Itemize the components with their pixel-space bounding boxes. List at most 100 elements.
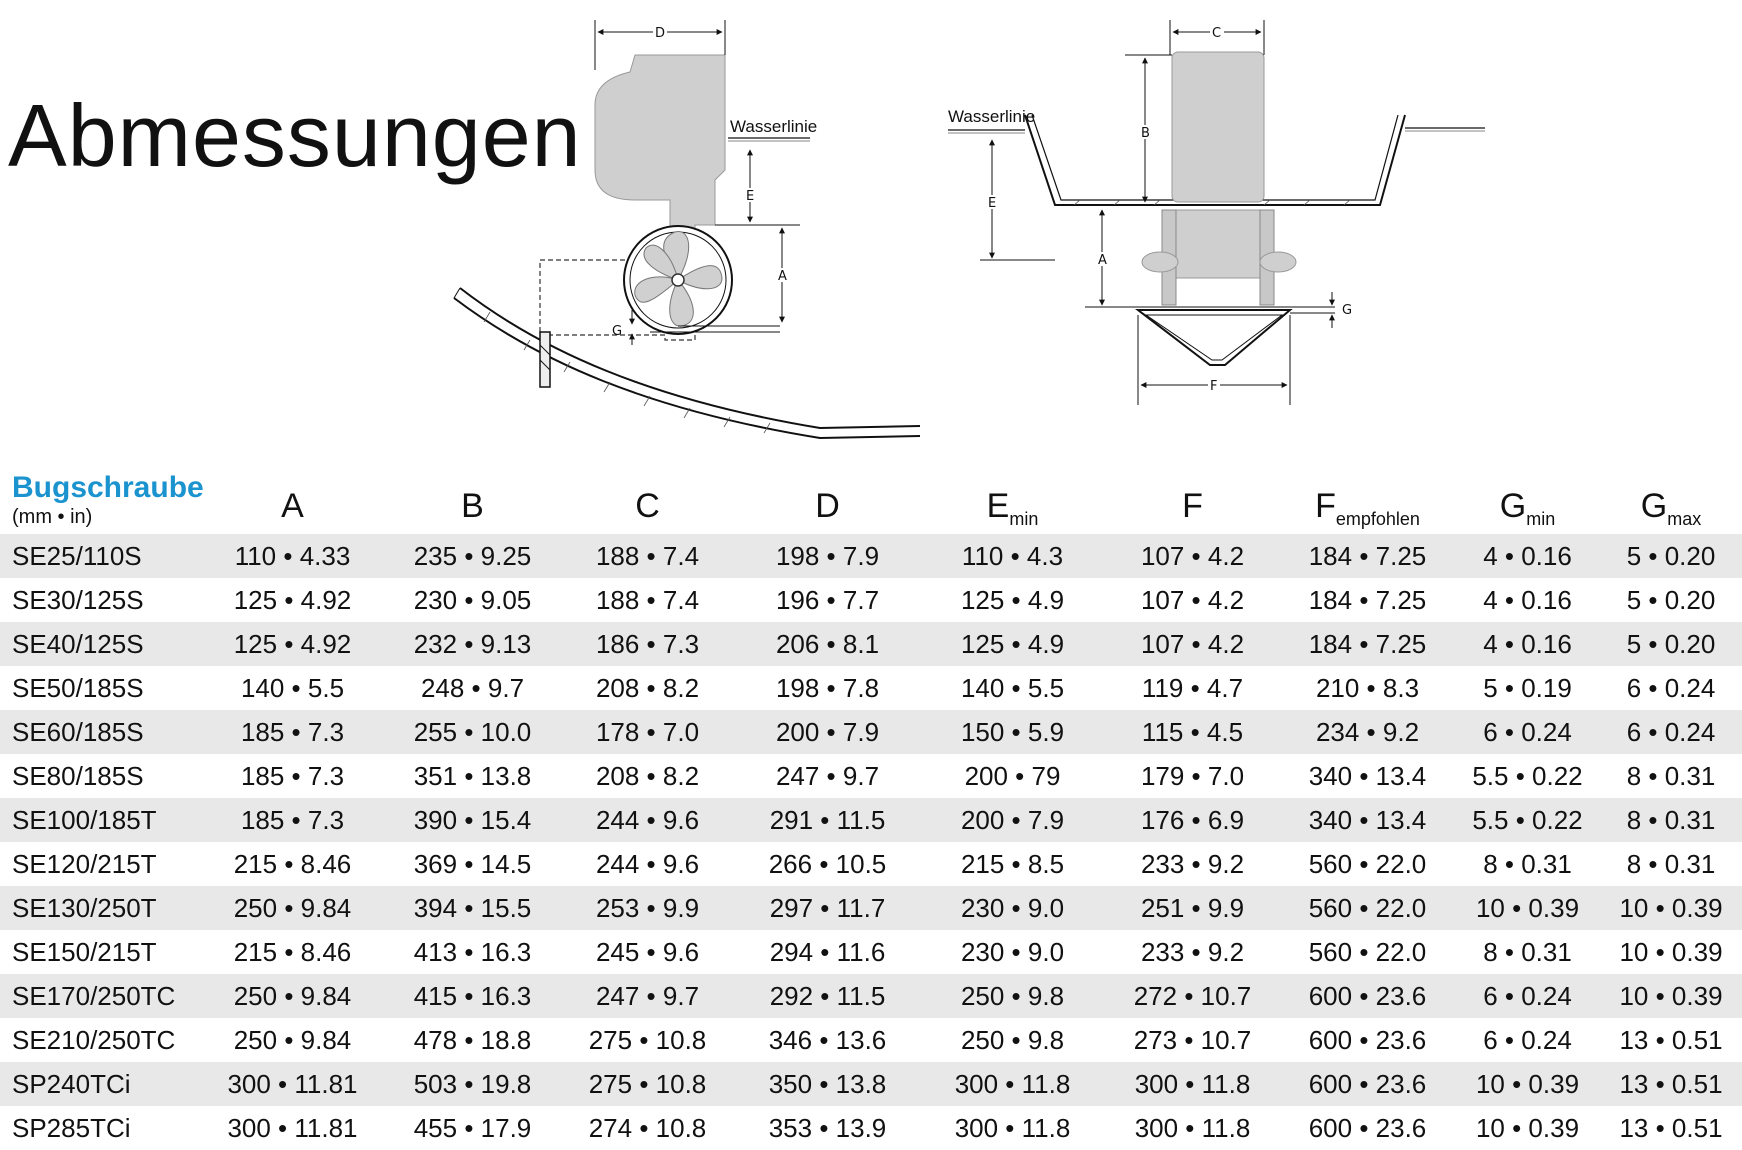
hull-front <box>1024 114 1406 206</box>
label-d: D <box>655 26 665 41</box>
waterline-label: Wasserlinie <box>730 117 817 136</box>
value-cell: 560 • 22.0 <box>1280 930 1455 974</box>
value-cell: 185 • 7.3 <box>200 710 385 754</box>
value-cell: 300 • 11.8 <box>920 1106 1105 1150</box>
value-cell: 273 • 10.7 <box>1105 1018 1280 1062</box>
value-cell: 10 • 0.39 <box>1455 1062 1600 1106</box>
value-cell: 4 • 0.16 <box>1455 578 1600 622</box>
value-cell: 13 • 0.51 <box>1600 1018 1742 1062</box>
value-cell: 300 • 11.8 <box>1105 1106 1280 1150</box>
value-cell: 184 • 7.25 <box>1280 622 1455 666</box>
front-view-diagram: Wasserlinie C B E A G F <box>948 20 1485 405</box>
value-cell: 125 • 4.92 <box>200 622 385 666</box>
model-cell: SE30/125S <box>0 578 200 622</box>
value-cell: 140 • 5.5 <box>200 666 385 710</box>
value-cell: 107 • 4.2 <box>1105 622 1280 666</box>
side-view-diagram: D Wasserlinie E A G <box>453 20 921 440</box>
motor-front <box>1171 51 1265 203</box>
motor-body <box>594 54 726 256</box>
model-cell: SE100/185T <box>0 798 200 842</box>
value-cell: 250 • 9.8 <box>920 1018 1105 1062</box>
value-cell: 369 • 14.5 <box>385 842 560 886</box>
value-cell: 110 • 4.33 <box>200 534 385 578</box>
value-cell: 600 • 23.6 <box>1280 1018 1455 1062</box>
hull-outline <box>459 287 921 430</box>
label-a: A <box>778 269 787 284</box>
value-cell: 215 • 8.46 <box>200 842 385 886</box>
value-cell: 244 • 9.6 <box>560 798 735 842</box>
waterline-label-front: Wasserlinie <box>948 107 1035 126</box>
value-cell: 266 • 10.5 <box>735 842 920 886</box>
value-cell: 300 • 11.8 <box>920 1062 1105 1106</box>
value-cell: 119 • 4.7 <box>1105 666 1280 710</box>
model-cell: SE210/250TC <box>0 1018 200 1062</box>
dimensions-table: Bugschraube (mm • in) A B C D Emin F Fem… <box>0 468 1742 1150</box>
header-model-label: Bugschraube <box>12 471 204 504</box>
value-cell: 251 • 9.9 <box>1105 886 1280 930</box>
value-cell: 253 • 9.9 <box>560 886 735 930</box>
value-cell: 115 • 4.5 <box>1105 710 1280 754</box>
value-cell: 275 • 10.8 <box>560 1018 735 1062</box>
value-cell: 235 • 9.25 <box>385 534 560 578</box>
value-cell: 340 • 13.4 <box>1280 754 1455 798</box>
value-cell: 5 • 0.20 <box>1600 578 1742 622</box>
value-cell: 184 • 7.25 <box>1280 534 1455 578</box>
header-col: B <box>461 487 484 525</box>
model-cell: SE80/185S <box>0 754 200 798</box>
value-cell: 415 • 16.3 <box>385 974 560 1018</box>
value-cell: 230 • 9.0 <box>920 886 1105 930</box>
model-cell: SP240TCi <box>0 1062 200 1106</box>
value-cell: 503 • 19.8 <box>385 1062 560 1106</box>
value-cell: 300 • 11.81 <box>200 1106 385 1150</box>
header-units-label: (mm • in) <box>12 506 93 528</box>
value-cell: 208 • 8.2 <box>560 754 735 798</box>
value-cell: 230 • 9.05 <box>385 578 560 622</box>
value-cell: 200 • 7.9 <box>735 710 920 754</box>
value-cell: 140 • 5.5 <box>920 666 1105 710</box>
value-cell: 8 • 0.31 <box>1600 842 1742 886</box>
value-cell: 245 • 9.6 <box>560 930 735 974</box>
value-cell: 8 • 0.31 <box>1600 754 1742 798</box>
value-cell: 600 • 23.6 <box>1280 1106 1455 1150</box>
value-cell: 186 • 7.3 <box>560 622 735 666</box>
value-cell: 340 • 13.4 <box>1280 798 1455 842</box>
value-cell: 10 • 0.39 <box>1600 886 1742 930</box>
header-col: Gmin <box>1499 487 1556 529</box>
value-cell: 5 • 0.19 <box>1455 666 1600 710</box>
value-cell: 10 • 0.39 <box>1455 886 1600 930</box>
value-cell: 198 • 7.9 <box>735 534 920 578</box>
label-g-front: G <box>1342 303 1352 318</box>
header-col: Gmax <box>1640 487 1702 529</box>
value-cell: 353 • 13.9 <box>735 1106 920 1150</box>
model-cell: SE120/215T <box>0 842 200 886</box>
value-cell: 230 • 9.0 <box>920 930 1105 974</box>
page-title: Abmessungen <box>8 86 582 185</box>
value-cell: 185 • 7.3 <box>200 798 385 842</box>
value-cell: 233 • 9.2 <box>1105 930 1280 974</box>
value-cell: 4 • 0.16 <box>1455 622 1600 666</box>
value-cell: 275 • 10.8 <box>560 1062 735 1106</box>
value-cell: 600 • 23.6 <box>1280 974 1455 1018</box>
value-cell: 478 • 18.8 <box>385 1018 560 1062</box>
value-cell: 184 • 7.25 <box>1280 578 1455 622</box>
value-cell: 250 • 9.8 <box>920 974 1105 1018</box>
value-cell: 600 • 23.6 <box>1280 1062 1455 1106</box>
value-cell: 6 • 0.24 <box>1455 710 1600 754</box>
value-cell: 390 • 15.4 <box>385 798 560 842</box>
value-cell: 5.5 • 0.22 <box>1455 754 1600 798</box>
label-g: G <box>612 324 622 339</box>
support-post <box>539 331 551 388</box>
value-cell: 232 • 9.13 <box>385 622 560 666</box>
value-cell: 274 • 10.8 <box>560 1106 735 1150</box>
model-cell: SE25/110S <box>0 534 200 578</box>
value-cell: 560 • 22.0 <box>1280 886 1455 930</box>
value-cell: 234 • 9.2 <box>1280 710 1455 754</box>
